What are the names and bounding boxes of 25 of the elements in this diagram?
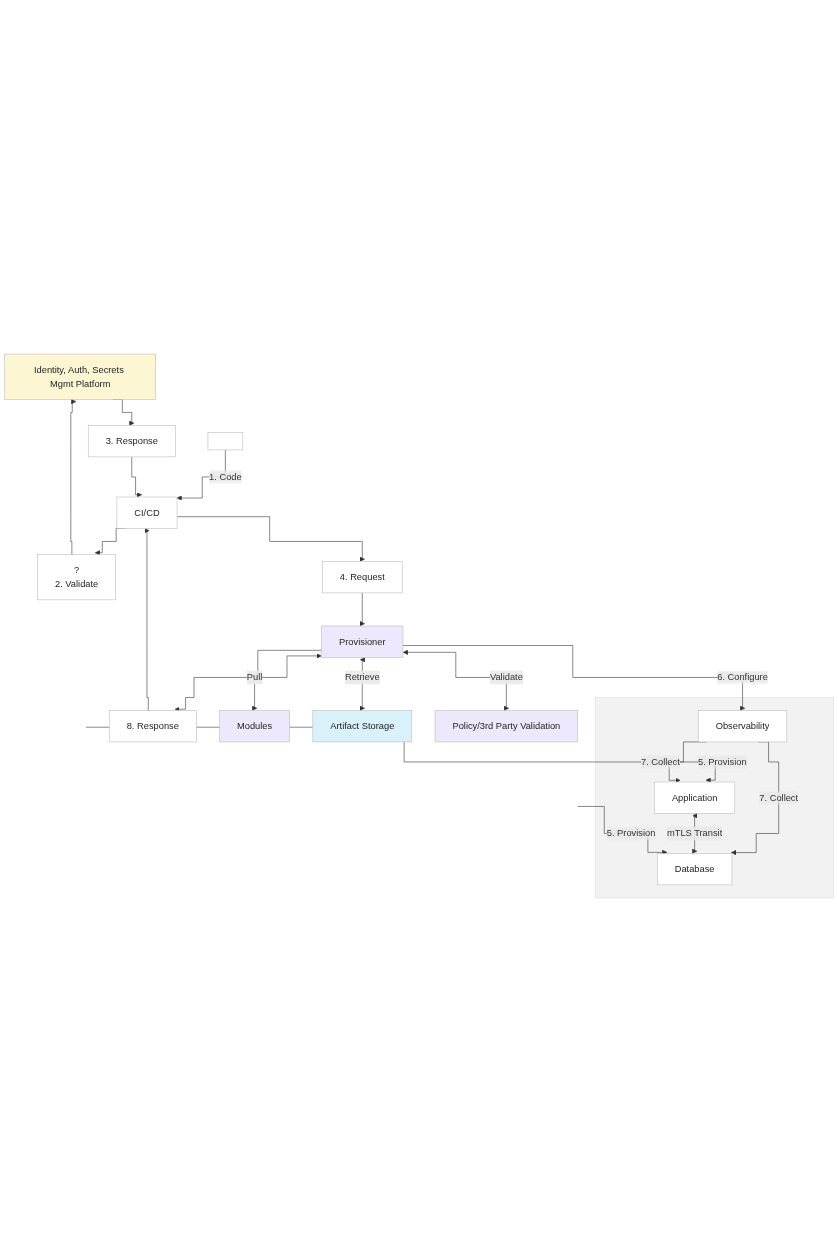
edge-label: 7. Collect	[641, 756, 680, 767]
node-box: Application	[654, 781, 736, 814]
node-box: Artifact Storage	[312, 710, 413, 743]
cluster	[594, 697, 834, 899]
edge-label: 5. Provision	[606, 828, 656, 839]
edge-label: mTLS Transit	[666, 828, 723, 839]
node-box	[207, 432, 244, 451]
node-box: Modules	[219, 710, 290, 743]
edge-label: 6. Configure	[717, 672, 768, 683]
node-box: CI/CD	[116, 496, 178, 529]
node-box: ? 2. Validate	[37, 554, 116, 601]
node-box: Database	[657, 853, 733, 886]
node-box: 3. Response	[87, 425, 176, 458]
node-box: Provisioner	[321, 625, 404, 658]
edge-label: 5. Provision	[697, 756, 747, 767]
edge-label: Validate	[489, 672, 523, 683]
edge-label: 1. Code	[209, 471, 242, 482]
edge-label: 7. Collect	[759, 792, 799, 803]
edge-label: Pull	[246, 672, 263, 683]
node-box: Policy/3rd Party Validation	[434, 710, 578, 743]
node-box: 8. Response	[108, 710, 197, 743]
edge-label: Retrieve	[344, 672, 380, 683]
node-box: Observability	[697, 710, 788, 743]
node-box: Identity, Auth, Secrets Mgmt Platform	[4, 353, 157, 400]
node-box: 4. Request	[322, 561, 403, 594]
